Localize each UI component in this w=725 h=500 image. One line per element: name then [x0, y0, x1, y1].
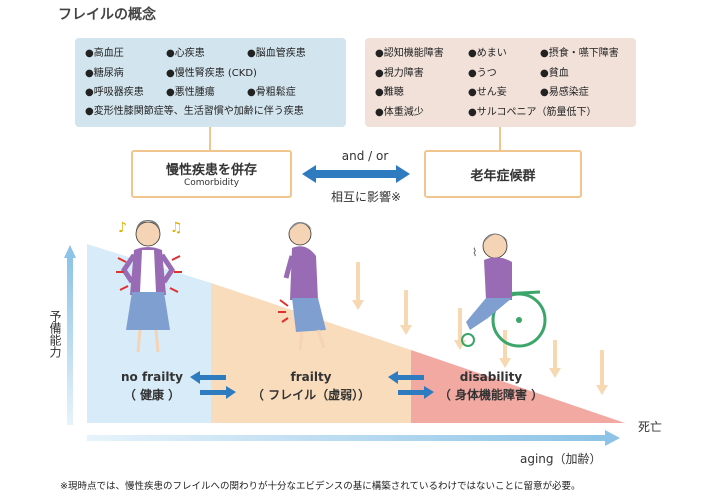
list-item: ●貧血	[540, 67, 569, 79]
list-item: ●高血圧	[85, 48, 124, 59]
list-item: ●呼吸器疾患	[85, 87, 144, 98]
stage-healthy-en: no frailty	[121, 370, 183, 384]
stage-healthy: no frailty （ 健康 ）	[92, 368, 212, 404]
person-healthy-icon	[120, 220, 176, 353]
geriatric-col3: ●摂食・嚥下障害 ●貧血 ●易感染症	[540, 44, 619, 103]
list-item: ●易感染症	[540, 87, 589, 98]
list-item: ●めまい	[468, 48, 507, 59]
chronic-col2: ●心疾患 ●慢性腎疾患 (CKD) ●悪性腫瘍	[166, 44, 257, 103]
aging-arrow-head	[605, 430, 620, 446]
list-item: ●心疾患	[166, 48, 205, 59]
footnote: ※現時点では、慢性疾患のフレイルへの関わりが十分なエビデンスの基に構築されている…	[60, 481, 581, 492]
decline-arrow	[454, 308, 466, 350]
stage-disability-en: disability	[459, 370, 523, 384]
stage-healthy-jp: （ 健康 ）	[123, 388, 181, 402]
chronic-last: ●変形性膝関節症等、生活習慣や加齢に伴う疾患	[85, 106, 304, 117]
relation-bottom: 相互に影響※	[330, 190, 402, 204]
pain-lines	[278, 299, 289, 323]
person-wheelchair-icon: ⌇	[461, 233, 547, 348]
stage-arrow-left-1	[190, 371, 226, 384]
healthy-region	[87, 244, 211, 423]
sparkle-lines	[116, 255, 182, 293]
list-item: ●視力障害	[375, 67, 424, 79]
relation-top: and / or	[341, 149, 389, 163]
list-item: ●認知機能障害	[375, 48, 444, 59]
reserve-arrow-head	[64, 245, 76, 258]
chronic-disease-box: ●高血圧 ●糖尿病 ●呼吸器疾患 ●心疾患 ●慢性腎疾患 (CKD) ●悪性腫瘍…	[75, 38, 346, 127]
svg-text:♫: ♫	[170, 220, 183, 236]
reserve-label: 予備能力	[48, 310, 62, 358]
death-label: 死亡	[638, 420, 663, 434]
comorbidity-title: 慢性疾患を併存	[165, 163, 257, 178]
stage-frailty-en: frailty	[290, 370, 332, 384]
list-item: ●難聴	[375, 87, 404, 98]
comorbidity-subtitle: Comorbidity	[183, 178, 240, 188]
list-item: ●体重減少	[375, 106, 424, 118]
list-item: ●慢性腎疾患 (CKD)	[166, 67, 257, 79]
stage-arrow-right-2	[398, 386, 434, 399]
aging-arrow-shaft	[87, 435, 607, 441]
person-frail-icon	[283, 222, 326, 351]
geriatric-label-box: 老年症候群	[424, 150, 582, 198]
decline-arrows	[352, 262, 608, 395]
aging-label: aging（加齢）	[520, 452, 602, 466]
stage-frailty-jp: （ フレイル（虚弱））	[251, 388, 371, 402]
list-item: ●悪性腫瘍	[166, 87, 215, 98]
list-item: ●骨粗鬆症	[247, 87, 296, 98]
stage-disability: disability （ 身体機能障害 ）	[426, 368, 556, 404]
chronic-col1: ●高血圧 ●糖尿病 ●呼吸器疾患	[85, 44, 144, 103]
decline-arrow	[400, 290, 412, 335]
stage-disability-jp: （ 身体機能障害 ）	[438, 388, 544, 402]
decline-arrow	[596, 350, 608, 395]
disability-region	[411, 350, 625, 423]
music-note-icon: ♪ ♫	[118, 220, 183, 236]
stage-arrow-left-2	[388, 371, 424, 384]
list-item: ●摂食・嚥下障害	[540, 48, 619, 59]
decline-arrow	[352, 262, 364, 310]
stage-arrow-right-1	[200, 386, 236, 399]
list-item: ●脳血管疾患	[247, 48, 306, 59]
geriatric-col2: ●めまい ●うつ ●せん妄 ●サルコペニア（筋量低下）	[468, 44, 597, 122]
reserve-arrow-shaft	[67, 255, 73, 425]
decline-arrow	[549, 340, 561, 378]
double-arrow-icon	[302, 165, 410, 183]
geriatric-syndrome-box: ●認知機能障害 ●視力障害 ●難聴 ●体重減少 ●めまい ●うつ ●せん妄 ●サ…	[365, 38, 636, 127]
stage-frailty: frailty （ フレイル（虚弱））	[236, 368, 386, 404]
svg-text:⌇: ⌇	[472, 246, 477, 259]
list-item: ●せん妄	[468, 87, 507, 98]
list-item: ●うつ	[468, 67, 497, 79]
comorbidity-box: 慢性疾患を併存 Comorbidity	[131, 150, 292, 198]
chronic-col3: ●脳血管疾患 ●骨粗鬆症	[247, 44, 306, 103]
geriatric-col1: ●認知機能障害 ●視力障害 ●難聴 ●体重減少	[375, 44, 444, 122]
frailty-region	[211, 283, 411, 423]
page-title: フレイルの概念	[58, 7, 156, 23]
geriatric-title: 老年症候群	[470, 169, 536, 184]
decline-arrow	[499, 330, 511, 368]
svg-text:♪: ♪	[118, 220, 127, 236]
list-item: ●サルコペニア（筋量低下）	[468, 106, 597, 118]
list-item: ●糖尿病	[85, 67, 124, 79]
